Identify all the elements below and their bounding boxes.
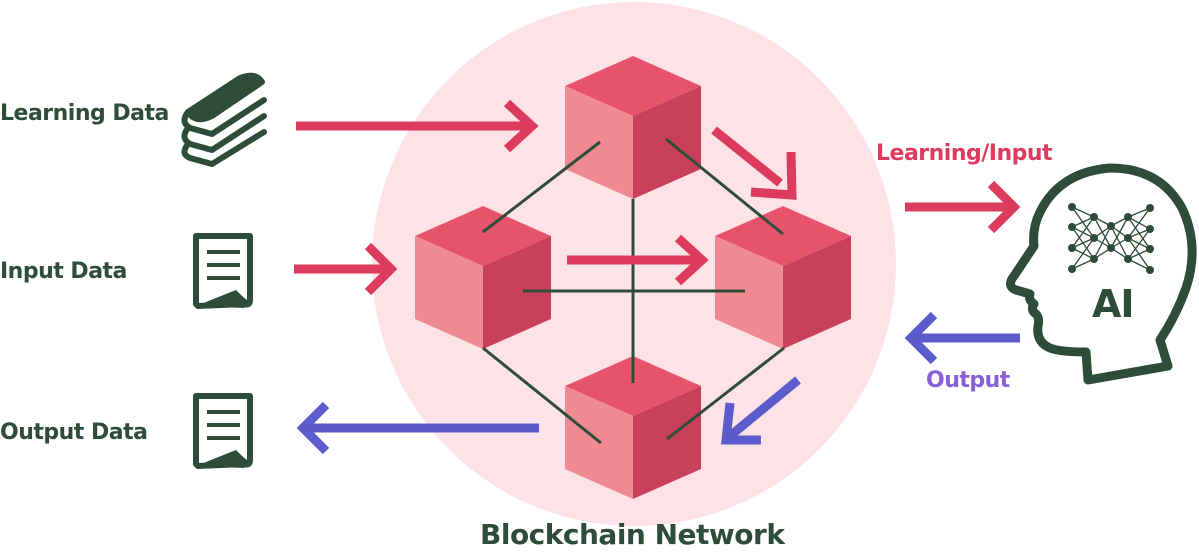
output-data-label: Output Data [0, 420, 148, 445]
ai-text: AI [1092, 282, 1135, 326]
link-left-bottom [482, 346, 602, 445]
document-icon-input [193, 233, 253, 309]
neural-network-icon [1071, 206, 1151, 271]
arrow-left-to-right [567, 234, 709, 286]
block-right [715, 206, 851, 349]
ai-head-icon [1006, 163, 1197, 385]
network-title: Blockchain Network [480, 518, 785, 551]
arrow-to-ai [905, 180, 1021, 234]
arrow-right-to-bottom [720, 376, 801, 445]
link-top-left [482, 140, 601, 234]
learning-input-label: Learning/Input [876, 141, 1053, 166]
learning-data-label: Learning Data [0, 101, 169, 126]
link-right-bottom [666, 346, 785, 441]
books-icon [181, 72, 267, 167]
input-data-label: Input Data [0, 259, 127, 284]
arrow-input-data [294, 242, 398, 296]
document-icon-output [193, 393, 253, 469]
link-top-right [665, 137, 784, 236]
network-links [482, 137, 785, 445]
block-top [565, 56, 701, 199]
arrow-output-data [296, 401, 539, 455]
arrow-from-ai [904, 311, 1020, 365]
block-left [415, 206, 551, 349]
arrow-top-to-right [711, 126, 797, 200]
output-label: Output [926, 368, 1010, 393]
arrow-learning-data [296, 99, 539, 153]
